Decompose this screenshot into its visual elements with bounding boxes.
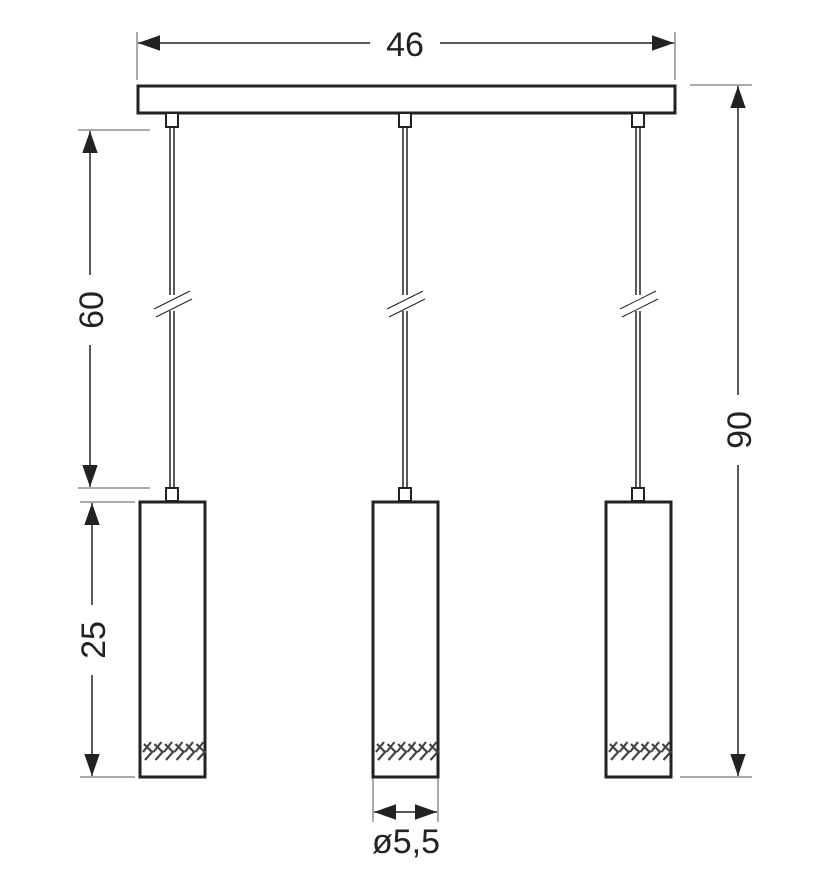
pattern-stroke <box>407 743 418 753</box>
canopy-connector <box>631 112 645 128</box>
total-height-dimension: 90 <box>680 84 759 778</box>
pattern-stroke <box>185 743 195 753</box>
cord-length-dimension: 60 <box>73 129 150 489</box>
shade-connector <box>631 487 645 502</box>
pendant-3 <box>604 112 673 779</box>
pattern-stroke <box>641 750 652 761</box>
pattern-stroke <box>619 743 630 753</box>
pattern-stroke <box>428 743 439 753</box>
pattern-stroke <box>154 750 165 761</box>
diameter-dimension: ø5,5 <box>372 778 440 861</box>
pattern-stroke <box>408 750 419 761</box>
pattern-stroke <box>651 743 661 753</box>
shade-height-dimension: 25 <box>75 501 135 778</box>
pattern-stroke <box>429 750 440 761</box>
canopy-connector <box>398 112 412 128</box>
cord-break-gap <box>401 295 409 311</box>
pattern-stroke <box>418 743 428 753</box>
cord-break-mark <box>388 298 426 318</box>
pattern-stroke <box>376 743 386 753</box>
pattern-stroke <box>175 750 186 761</box>
total-height-label: 90 <box>721 411 759 449</box>
width-label: 46 <box>386 26 424 64</box>
pattern-stroke <box>195 743 206 753</box>
cord-break-mark <box>155 298 193 318</box>
shade-perforation-pattern <box>142 741 207 761</box>
lamp-shade <box>371 500 440 779</box>
pattern-stroke <box>398 750 408 761</box>
cord-break-gap <box>168 295 176 311</box>
pattern-stroke <box>610 750 620 761</box>
lamp-shade <box>138 500 207 779</box>
pattern-stroke <box>640 743 651 753</box>
shade-connector <box>165 487 179 502</box>
pattern-stroke <box>386 743 397 753</box>
cord-length-label: 60 <box>73 291 111 329</box>
pattern-stroke <box>165 750 175 761</box>
pattern-stroke <box>174 743 185 753</box>
width-dimension: 46 <box>136 26 676 80</box>
cord-break-mark <box>619 290 657 310</box>
pattern-stroke <box>652 750 662 761</box>
pattern-stroke <box>196 750 207 761</box>
pendant-2 <box>371 112 440 779</box>
shade-perforation-pattern <box>608 741 673 761</box>
cord-break-mark <box>386 290 424 310</box>
diameter-label: ø5,5 <box>372 823 440 861</box>
shade-perforation-pattern <box>375 741 440 761</box>
lamp-shade <box>604 500 673 779</box>
cord-break-mark <box>153 290 191 310</box>
pattern-stroke <box>630 743 640 753</box>
canopy-connector <box>165 112 179 128</box>
pattern-stroke <box>397 743 407 753</box>
pattern-stroke <box>144 750 154 761</box>
pattern-stroke <box>153 743 164 753</box>
pattern-stroke <box>143 743 153 753</box>
pattern-stroke <box>186 750 196 761</box>
pattern-stroke <box>661 743 672 753</box>
pattern-stroke <box>164 743 174 753</box>
cord-break-gap <box>634 295 642 311</box>
pattern-stroke <box>387 750 398 761</box>
pattern-stroke <box>662 750 673 761</box>
pattern-stroke <box>631 750 641 761</box>
shade-height-label: 25 <box>75 621 113 659</box>
shade-connector <box>398 487 412 502</box>
pattern-stroke <box>377 750 387 761</box>
pendants <box>138 112 673 779</box>
ceiling-canopy <box>136 84 677 115</box>
pendant-1 <box>138 112 207 779</box>
pattern-stroke <box>419 750 429 761</box>
pattern-stroke <box>609 743 619 753</box>
pattern-stroke <box>620 750 631 761</box>
cord-break-mark <box>621 298 659 318</box>
